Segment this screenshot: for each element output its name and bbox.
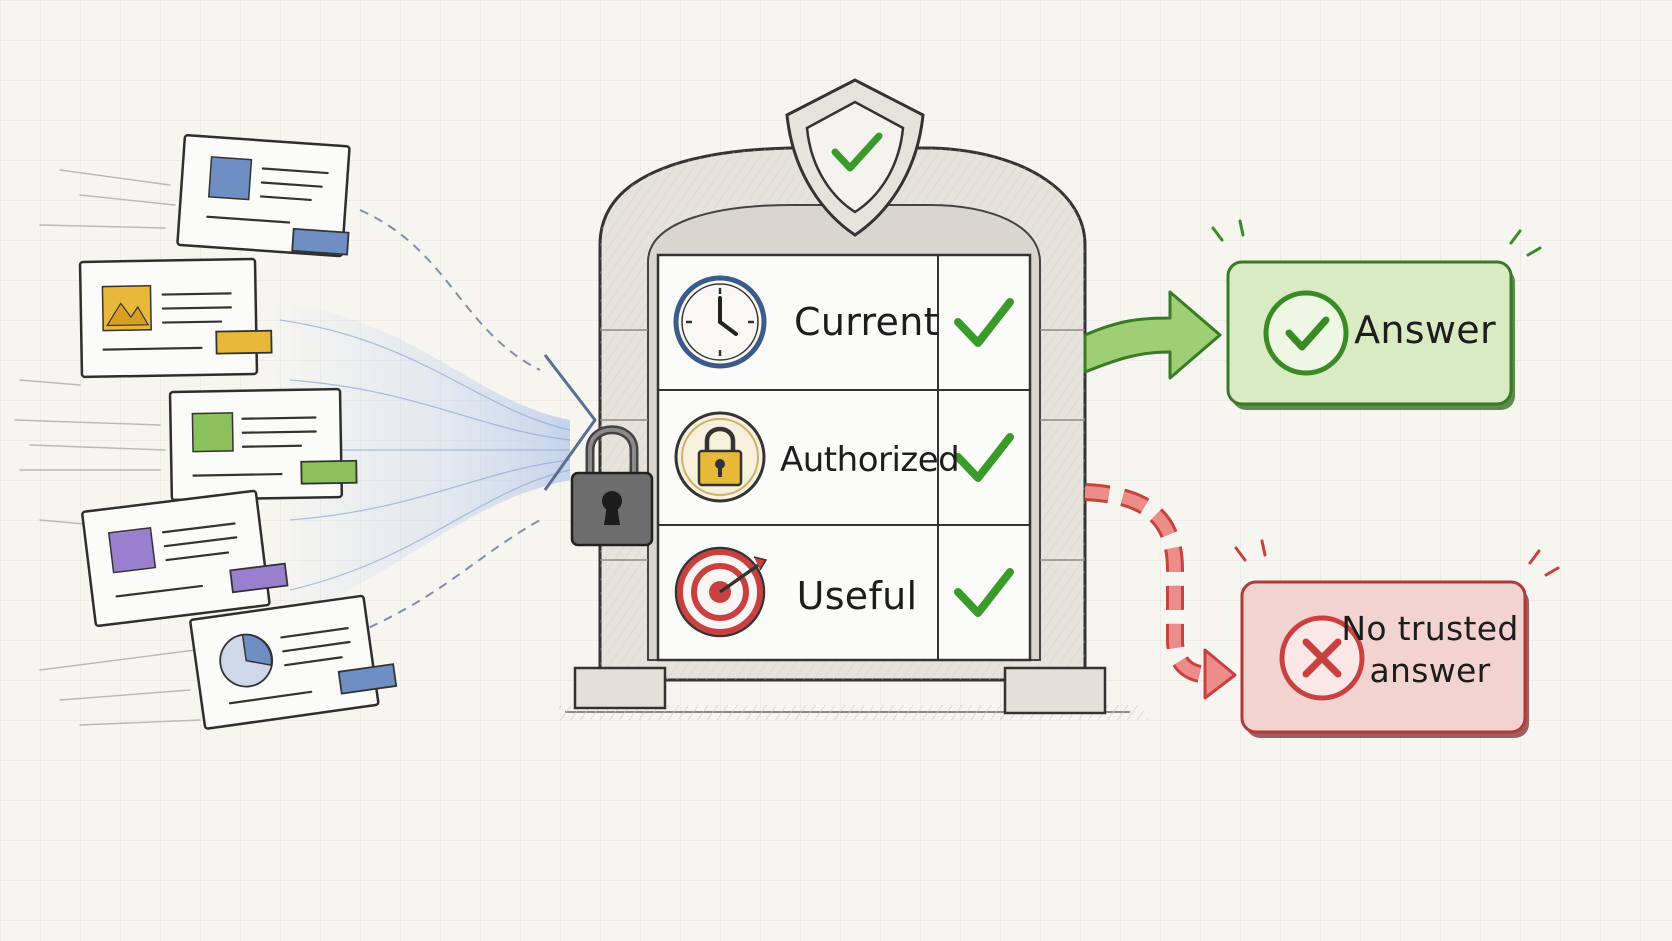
document-card [168,387,358,502]
motion-lines [14,169,201,726]
check-label-current: Current [794,300,939,344]
arrow-to-answer [1083,290,1222,380]
document-card [176,133,351,258]
check-circle-icon [1263,290,1349,376]
check-label-authorized: Authorized [780,440,960,480]
document-tag [291,227,350,256]
document-card [81,489,289,628]
padlock-icon [674,411,766,503]
no-trusted-answer-label: No trusted answer [1340,608,1520,692]
square-icon [207,156,253,201]
target-icon [674,546,768,638]
arrow-to-no-answer [1084,483,1237,700]
document-card [189,594,398,730]
document-card [78,257,273,379]
answer-label: Answer [1354,308,1496,352]
clock-icon [673,275,767,369]
check-label-useful: Useful [796,574,918,618]
mountain-image-icon [106,302,150,327]
check-icon [954,568,1014,617]
shield-check-icon [785,78,925,237]
stone-gate [573,146,1107,715]
padlock-icon [570,425,654,547]
failure-box [1234,539,1560,738]
check-icon [954,433,1014,482]
x-circle-icon [1279,615,1365,701]
answer-box [1211,219,1542,410]
check-icon [954,298,1014,347]
no-trusted-line-2: answer [1369,651,1491,690]
no-trusted-line-1: No trusted [1341,609,1519,648]
funnel-stream [270,209,597,641]
